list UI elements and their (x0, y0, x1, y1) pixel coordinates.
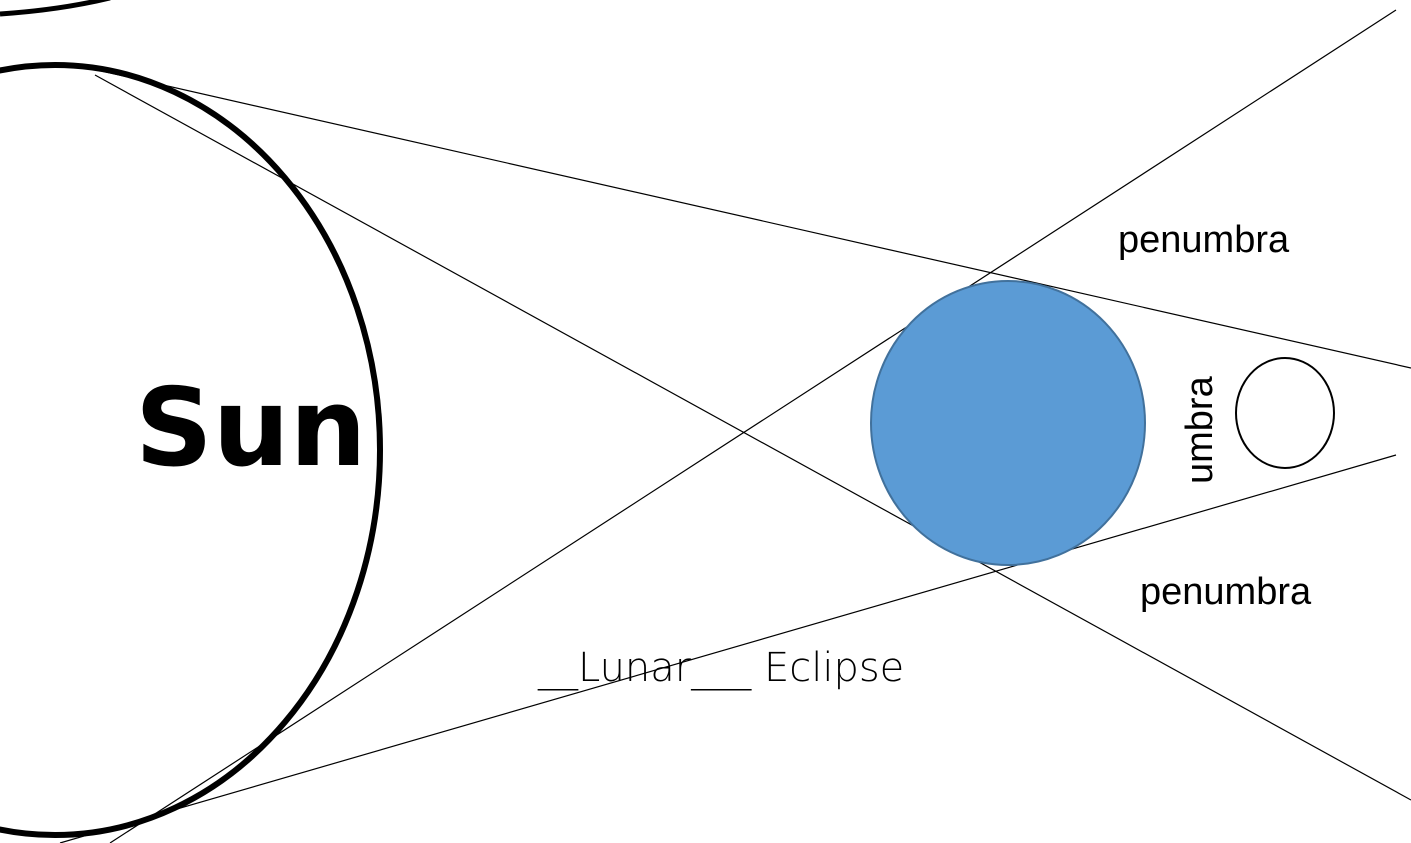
sun-label: Sun (135, 366, 367, 491)
penumbra-bottom-label: penumbra (1140, 571, 1312, 613)
penumbra-top-label: penumbra (1118, 219, 1290, 261)
eclipse-title: __Lunar___ Eclipse (537, 645, 904, 691)
earth-circle (871, 281, 1145, 565)
moon-circle (1236, 358, 1334, 468)
corner-arc (0, 0, 110, 14)
umbra-label: umbra (1179, 375, 1221, 484)
